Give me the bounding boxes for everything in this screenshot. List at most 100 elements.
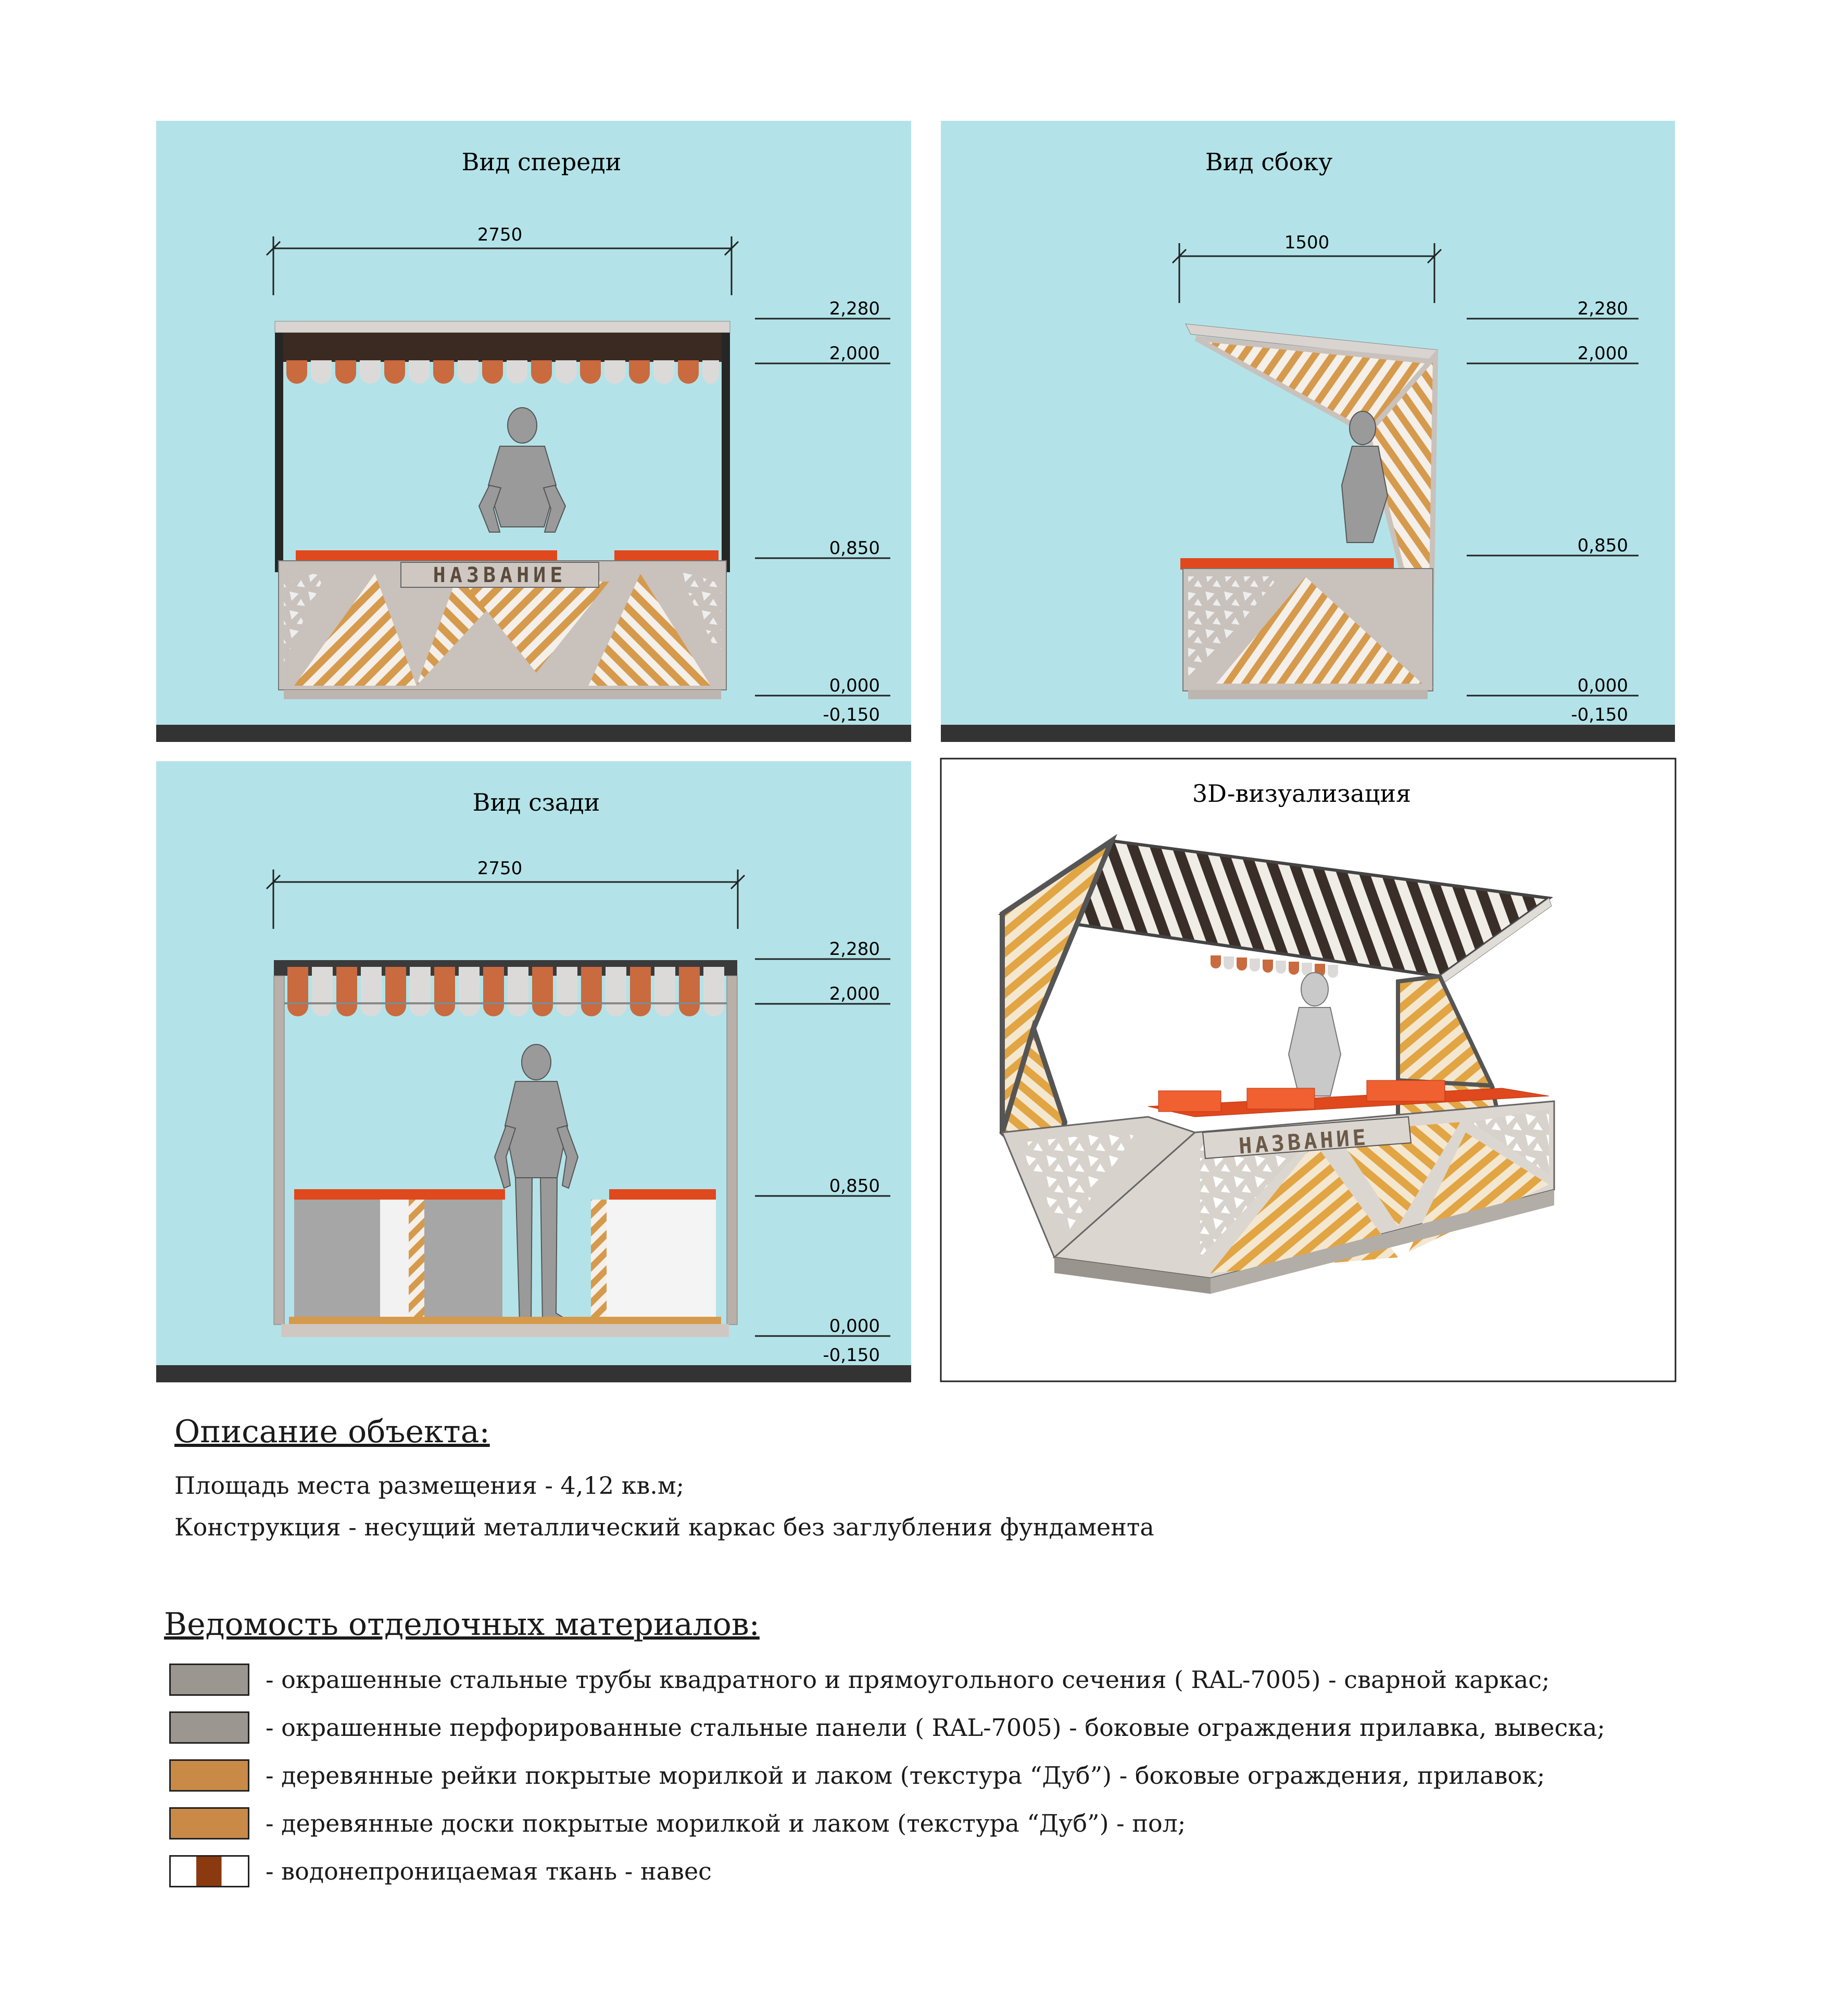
- slat-panel-1: [294, 574, 417, 686]
- counter-tray-right: [609, 1189, 716, 1200]
- material-text: - окрашенные перфорированные стальные па…: [266, 1713, 1605, 1742]
- material-text: - деревянные доски покрытые морилкой и л…: [266, 1809, 1186, 1837]
- level-0850: 0,850: [829, 538, 880, 559]
- material-swatch-steel-frame: [169, 1664, 249, 1696]
- level-0000: 0,000: [829, 675, 880, 696]
- rear-cabinet-left-light: [380, 1200, 409, 1317]
- back-view-panel: Вид сзади 2750 2,280 2,000 0,850 0,000 -…: [156, 761, 911, 1382]
- slat-panel-lower: [1207, 571, 1433, 688]
- roof-underside: [279, 333, 726, 362]
- material-row: - деревянные доски покрытые морилкой и л…: [164, 1807, 1778, 1845]
- sign-board: [400, 562, 599, 588]
- ground-strip: [941, 725, 1675, 742]
- description-heading: Описание объекта:: [174, 1414, 490, 1450]
- view-title: 3D-визуализация: [1192, 779, 1411, 808]
- side-view-drawing: Вид сбоку 1500 2,280 2,000 0,850 0,000 -…: [941, 121, 1675, 742]
- material-text: - водонепроницаемая ткань - навес: [266, 1857, 712, 1885]
- counter-tray-center: [401, 550, 557, 562]
- awning-scallops: [286, 360, 719, 384]
- level-minus0150: -0,150: [1571, 704, 1628, 725]
- wood-floor: [289, 1317, 721, 1324]
- width-dimension-label: 1500: [1284, 232, 1330, 253]
- kiosk-front: НАЗВАНИЕ: [274, 321, 730, 699]
- slat-strip-right: [591, 1200, 607, 1317]
- level-markers: 2,280 2,000 0,850 0,000 -0,150: [755, 298, 890, 725]
- material-row: - деревянные рейки покрытые морилкой и л…: [164, 1759, 1778, 1797]
- width-dimension-label: 2750: [477, 224, 523, 245]
- object-description: Описание объекта: Площадь места размещен…: [174, 1414, 1736, 1548]
- side-view-panel: Вид сбоку 1500 2,280 2,000 0,850 0,000 -…: [941, 121, 1675, 742]
- counter-tray-left: [296, 550, 410, 562]
- rear-cabinet-center: [424, 1200, 502, 1317]
- side-perforated-panel: [1018, 1130, 1138, 1237]
- perforated-panel: [1188, 576, 1279, 686]
- level-0000: 0,000: [1578, 675, 1628, 696]
- level-minus0150: -0,150: [823, 1345, 880, 1366]
- kiosk-side: [1180, 323, 1439, 699]
- level-2000: 2,000: [829, 984, 880, 1004]
- slat-strip-left: [409, 1200, 424, 1317]
- slat-panel-4: [588, 574, 711, 686]
- width-dimension-label: 2750: [477, 858, 523, 879]
- perforated-panel-right: [677, 569, 721, 662]
- view-title: Вид сбоку: [1205, 148, 1332, 176]
- materials-heading: Ведомость отделочных материалов:: [164, 1606, 760, 1643]
- mannequin-figure: [1288, 972, 1342, 1097]
- kiosk-back: [273, 960, 738, 1337]
- level-markers: 2,280 2,000 0,850 0,000 -0,150: [755, 939, 890, 1366]
- perforated-panel-left: [284, 569, 328, 662]
- view-title: Вид сзади: [473, 788, 600, 816]
- width-dimension: [266, 870, 746, 929]
- tray-3: [1366, 1080, 1445, 1102]
- counter-tray-left: [294, 1189, 406, 1200]
- render3d-drawing: 3D-визуализация: [940, 758, 1677, 1382]
- material-row: - окрашенные перфорированные стальные па…: [164, 1711, 1778, 1749]
- level-2280: 2,280: [829, 298, 880, 319]
- rear-cabinet-right: [607, 1200, 716, 1317]
- ground-strip: [156, 725, 911, 742]
- front-slat-panel-1: [1211, 1143, 1398, 1273]
- material-swatch-wood-boards: [169, 1807, 249, 1839]
- level-markers: 2,280 2,000 0,850 0,000 -0,150: [1467, 298, 1639, 725]
- slat-panel-3: [463, 582, 609, 673]
- counter-tray: [1180, 558, 1394, 570]
- mannequin-figure: [1341, 411, 1389, 543]
- front-perforated-panel: [1200, 1135, 1315, 1257]
- material-text: - деревянные рейки покрытые морилкой и л…: [266, 1761, 1545, 1790]
- right-post: [722, 333, 730, 572]
- tray-2: [1246, 1088, 1315, 1110]
- front-view-panel: Вид спереди 2750 2,280 2,000 0,850 0,000…: [156, 121, 911, 742]
- width-dimension: [1171, 243, 1442, 303]
- front-perforated-panel-right: [1471, 1109, 1549, 1174]
- front-slat-panel-2: [1335, 1122, 1460, 1226]
- back-view-drawing: Вид сзади 2750 2,280 2,000 0,850 0,000 -…: [156, 761, 911, 1382]
- right-post: [726, 975, 738, 1325]
- material-text: - окрашенные стальные трубы квадратного …: [266, 1666, 1550, 1694]
- material-row: - водонепроницаемая ткань - навес: [164, 1855, 1778, 1893]
- mannequin-figure: [494, 1044, 579, 1327]
- level-0850: 0,850: [1578, 535, 1628, 556]
- base-plinth: [1188, 690, 1428, 699]
- awning-scallops: [1211, 955, 1338, 978]
- description-line-construction: Конструкция - несущий металлический карк…: [174, 1513, 1154, 1541]
- width-dimension: [266, 236, 739, 295]
- render3d-panel: 3D-визуализация: [940, 758, 1677, 1382]
- level-2000: 2,000: [1578, 343, 1628, 364]
- counter-tray-center: [404, 1189, 505, 1200]
- counter-tray-right: [614, 550, 719, 562]
- materials-list: Ведомость отделочных материалов: - окраш…: [164, 1606, 1778, 1903]
- level-2280: 2,280: [1578, 298, 1628, 319]
- level-0850: 0,850: [829, 1176, 880, 1196]
- level-minus0150: -0,150: [823, 704, 880, 725]
- sign-board: [1202, 1116, 1412, 1160]
- base-left: [1054, 1257, 1211, 1294]
- sign-text: НАЗВАНИЕ: [433, 563, 567, 587]
- roof-edge: [274, 321, 730, 333]
- ground-strip: [156, 1365, 911, 1382]
- base-plinth: [284, 690, 721, 699]
- level-0000: 0,000: [829, 1316, 880, 1337]
- level-2280: 2,280: [829, 939, 880, 960]
- mannequin-figure: [478, 407, 566, 533]
- left-post: [273, 975, 285, 1325]
- material-swatch-perforated-panels: [169, 1711, 249, 1744]
